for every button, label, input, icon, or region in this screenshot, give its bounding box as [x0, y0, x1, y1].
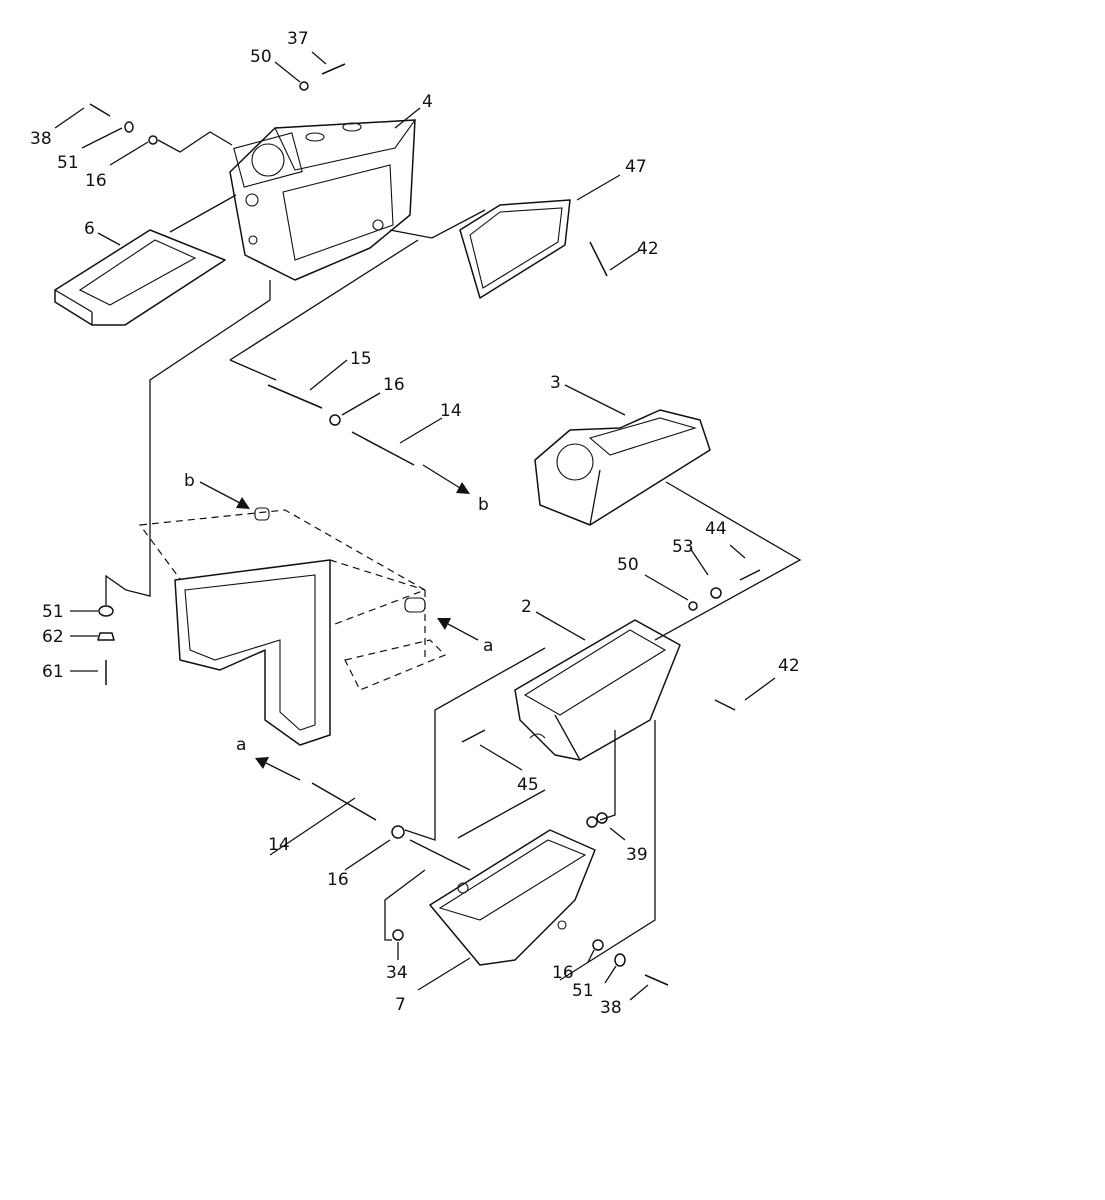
part-6-cover-plate	[54, 229, 226, 326]
callout-37: 37	[287, 29, 309, 49]
callout-16-top: 16	[85, 171, 107, 191]
callout-47: 47	[625, 157, 647, 177]
callout-44: 44	[705, 519, 727, 539]
direction-arrows	[199, 464, 479, 781]
callout-61: 61	[42, 662, 64, 682]
callout-39: 39	[626, 845, 648, 865]
callout-38-bottom: 38	[600, 998, 622, 1018]
rods-and-pins	[267, 384, 415, 839]
callout-7: 7	[395, 995, 406, 1015]
part-3-console	[534, 409, 711, 526]
callout-4: 4	[422, 92, 433, 112]
callout-51-top: 51	[57, 153, 79, 173]
callout-a-left: a	[236, 735, 246, 755]
callout-34: 34	[386, 963, 408, 983]
callout-2: 2	[521, 597, 532, 617]
callout-42-mid: 42	[778, 656, 800, 676]
callout-42-top: 42	[637, 239, 659, 259]
callout-16-rod: 16	[383, 375, 405, 395]
callout-14-bottom: 14	[268, 835, 290, 855]
part-47-side-panel	[459, 199, 571, 299]
callout-3: 3	[550, 373, 561, 393]
callout-51-bottom: 51	[572, 981, 594, 1001]
callout-b-right: b	[478, 495, 489, 515]
callout-62: 62	[42, 627, 64, 647]
callout-14-top: 14	[440, 401, 462, 421]
leader-lines	[54, 51, 802, 1001]
callout-b-left: b	[184, 471, 195, 491]
part-7-lower-housing	[429, 829, 596, 966]
callout-51-left: 51	[42, 602, 64, 622]
callout-50-mid: 50	[617, 555, 639, 575]
callout-labels: 37 50 38 51 16 4 6 47 42 15 16 14 3 b b …	[30, 29, 800, 1018]
callout-15: 15	[350, 349, 372, 369]
callout-45: 45	[517, 775, 539, 795]
callout-38-top: 38	[30, 129, 52, 149]
frame-assembly	[138, 507, 447, 746]
callout-53: 53	[672, 537, 694, 557]
callout-50-top: 50	[250, 47, 272, 67]
callout-16-bottom-right: 16	[552, 963, 574, 983]
callout-a-right: a	[483, 636, 493, 656]
part-4-upper-housing	[229, 119, 417, 281]
callout-16-bottom-left: 16	[327, 870, 349, 890]
callout-6: 6	[84, 219, 95, 239]
